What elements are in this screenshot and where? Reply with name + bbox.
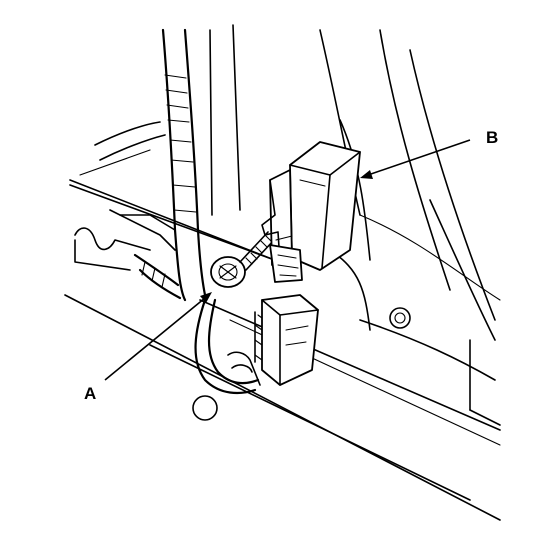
bolt [210, 231, 275, 288]
wire-harness [133, 28, 207, 302]
lower-wire [194, 298, 261, 395]
callout-a-leader [104, 292, 212, 381]
harness-connector [254, 294, 319, 386]
callout-label-a: A [84, 384, 96, 403]
control-module [261, 141, 361, 283]
callout-label-b: B [486, 128, 498, 147]
callout-b-leader [360, 139, 471, 179]
